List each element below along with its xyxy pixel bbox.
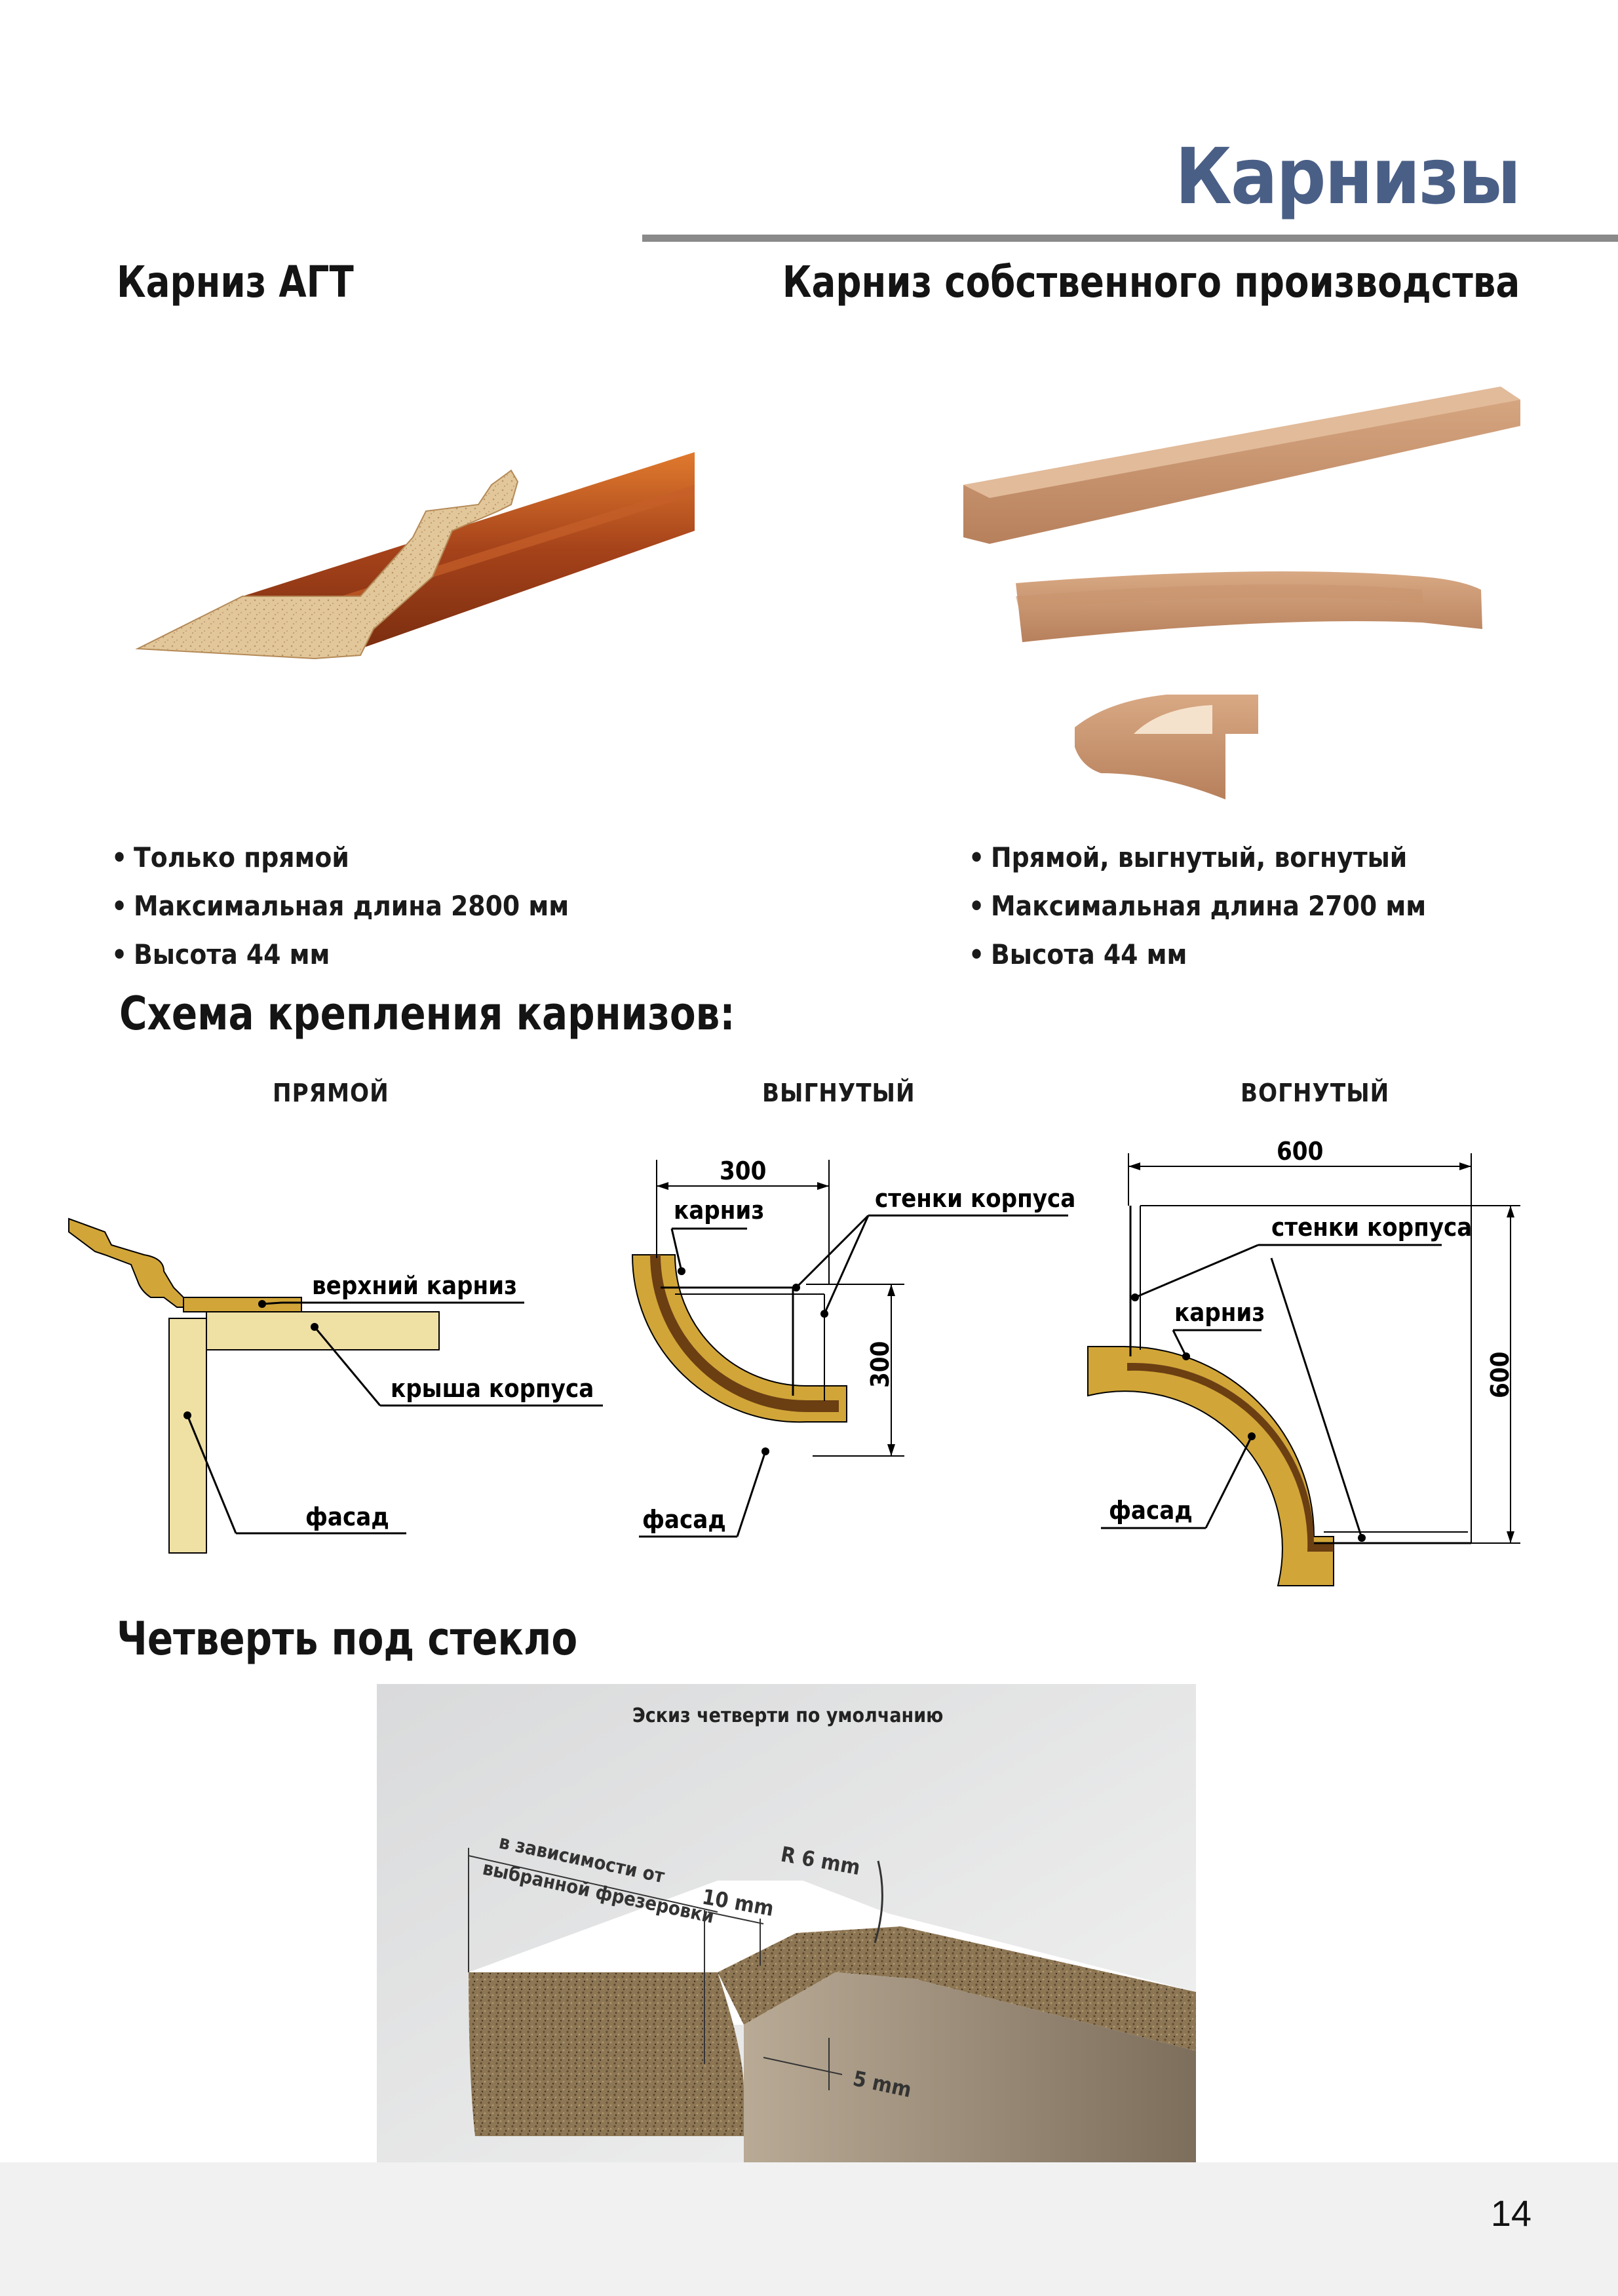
convex-cornice-text: карниз bbox=[674, 1196, 764, 1225]
list-item: •Максимальная длина 2800 мм bbox=[111, 890, 569, 922]
list-item: •Максимальная длина 2700 мм bbox=[969, 890, 1427, 922]
straight-roof-text: крыша корпуса bbox=[391, 1374, 594, 1403]
straight-diagram-label: прямой bbox=[273, 1079, 389, 1107]
concave-dim-top-text: 600 bbox=[1277, 1140, 1323, 1166]
straight-mount-diagram: верхний карниз крыша корпуса фасад bbox=[68, 1217, 603, 1554]
list-item: •Высота 44 мм bbox=[969, 938, 1187, 970]
left-bullet-list: •Только прямой •Максимальная длина 2800 … bbox=[111, 833, 569, 979]
left-product-heading: Карниз АГТ bbox=[117, 257, 354, 307]
own-cornice-image bbox=[963, 387, 1520, 799]
concave-facade-text: фасад bbox=[1109, 1496, 1193, 1525]
list-item: •Прямой, выгнутый, вогнутый bbox=[969, 841, 1408, 873]
concave-walls-text: стенки корпуса bbox=[1271, 1213, 1472, 1242]
straight-facade-text: фасад bbox=[305, 1502, 389, 1531]
page-number: 14 bbox=[1490, 2192, 1531, 2234]
concave-mount-diagram: 600 600 стенки корпуса карниз фасад bbox=[1087, 1140, 1520, 1586]
concave-cornice-text: карниз bbox=[1174, 1298, 1265, 1327]
concave-dim-side-text: 600 bbox=[1486, 1352, 1514, 1398]
list-item: •Только прямой bbox=[111, 841, 349, 873]
right-product-heading: Карниз собственного производства bbox=[782, 257, 1520, 307]
convex-dim-top-text: 300 bbox=[720, 1157, 766, 1185]
convex-diagram-label: выгнутый bbox=[762, 1079, 915, 1107]
straight-top-cornice-text: верхний карниз bbox=[312, 1271, 517, 1300]
convex-mount-diagram: 300 300 карниз стенки корпуса фасад bbox=[631, 1157, 1075, 1538]
mounting-heading: Схема крепления карнизов: bbox=[119, 987, 735, 1041]
page-footer bbox=[0, 2162, 1618, 2296]
page-title: Карнизы bbox=[1175, 131, 1521, 221]
glass-rebate-heading: Четверть под стекло bbox=[117, 1612, 578, 1666]
convex-walls-text: стенки корпуса bbox=[875, 1184, 1075, 1213]
concave-diagram-label: вогнутый bbox=[1241, 1079, 1390, 1107]
right-bullet-list: •Прямой, выгнутый, вогнутый •Максимальна… bbox=[969, 833, 1426, 979]
sketch-title-text: Эскиз четверти по умолчанию bbox=[632, 1704, 943, 1727]
title-rule bbox=[642, 235, 1618, 242]
list-item: •Высота 44 мм bbox=[111, 938, 330, 970]
convex-dim-side-text: 300 bbox=[866, 1341, 895, 1388]
glass-rebate-sketch: Эскиз четверти по умолчанию в зависимост… bbox=[377, 1684, 1196, 2162]
convex-facade-text: фасад bbox=[642, 1505, 726, 1534]
agt-cornice-image bbox=[135, 452, 695, 660]
